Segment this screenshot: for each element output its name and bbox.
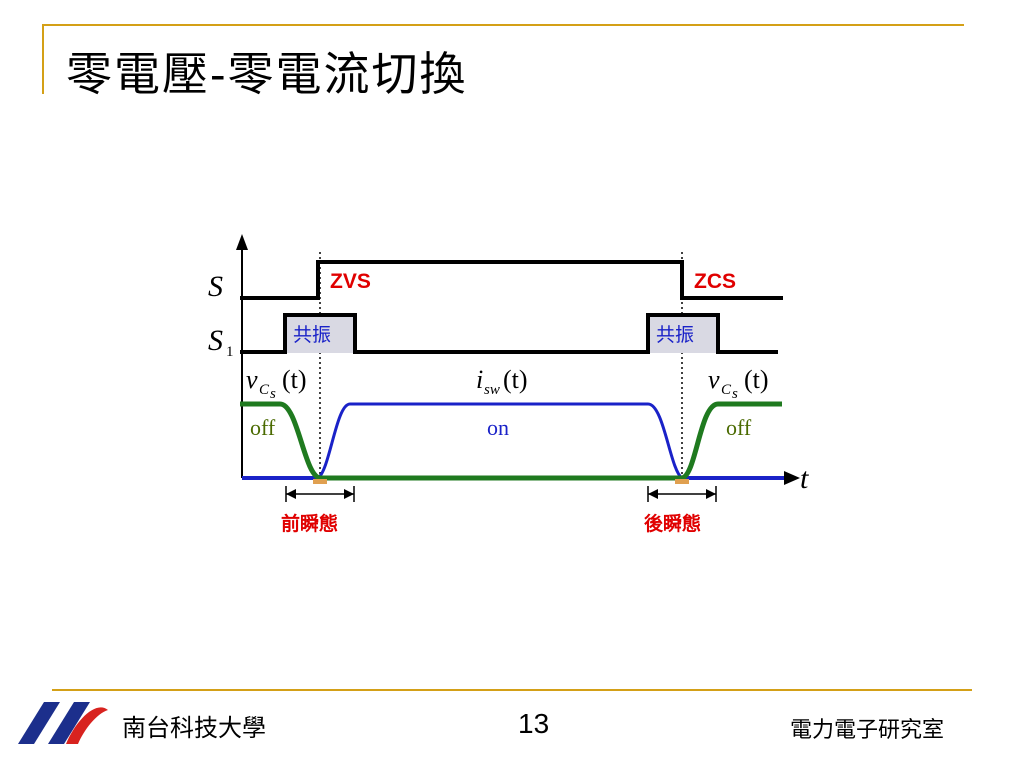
slide-title: 零電壓-零電流切換 xyxy=(66,47,468,101)
isw-symbol: i xyxy=(476,365,483,394)
rear-transient-arrow-r xyxy=(706,489,716,499)
vcs-right-subsub: s xyxy=(732,386,738,402)
vcs-right-sub: C xyxy=(721,382,732,398)
resonance-right-label: 共振 xyxy=(656,324,694,346)
isw-arg: (t) xyxy=(503,365,528,394)
resonance-box-left xyxy=(285,315,355,353)
zcs-label: ZCS xyxy=(694,270,736,293)
y-axis-arrow xyxy=(236,234,248,250)
university-logo-icon xyxy=(18,702,108,744)
title-top-rule xyxy=(42,24,964,26)
title-side-rule xyxy=(42,24,44,94)
vcs-left-symbol: v xyxy=(246,365,258,394)
vcs-left-subsub: s xyxy=(270,386,276,402)
resonance-left-label: 共振 xyxy=(293,324,331,346)
rear-transient-label: 後瞬態 xyxy=(644,512,701,535)
resonance-box-right xyxy=(648,315,718,353)
signal-s1-subscript: 1 xyxy=(226,344,234,360)
vcs-waveform xyxy=(240,401,782,481)
page-number: 13 xyxy=(518,708,550,739)
isw-waveform xyxy=(316,402,684,480)
vcs-right-symbol: v xyxy=(708,365,720,394)
footer-rule xyxy=(52,689,972,691)
vcs-right-arg: (t) xyxy=(744,365,769,394)
zvs-zero-mark xyxy=(313,479,327,484)
zvs-label: ZVS xyxy=(330,270,371,293)
signal-s-label: S xyxy=(208,270,223,303)
front-transient-arrow-l xyxy=(286,489,296,499)
school-name: 南台科技大學 xyxy=(122,714,266,742)
time-axis-arrow xyxy=(784,471,800,485)
isw-sub: sw xyxy=(484,382,500,398)
vcs-left-sub: C xyxy=(259,382,270,398)
front-transient-label: 前瞬態 xyxy=(281,512,338,535)
lab-name: 電力電子研究室 xyxy=(790,718,945,743)
zcs-zero-mark xyxy=(675,479,689,484)
s1-waveform xyxy=(240,313,778,354)
s-waveform xyxy=(240,260,783,300)
front-transient-arrow-r xyxy=(344,489,354,499)
time-axis-label: t xyxy=(800,462,809,495)
signal-s1-label: S xyxy=(208,324,223,357)
off-right-label: off xyxy=(726,415,752,440)
rear-transient-arrow-l xyxy=(648,489,658,499)
on-label: on xyxy=(487,415,509,440)
vcs-left-arg: (t) xyxy=(282,365,307,394)
off-left-label: off xyxy=(250,415,276,440)
